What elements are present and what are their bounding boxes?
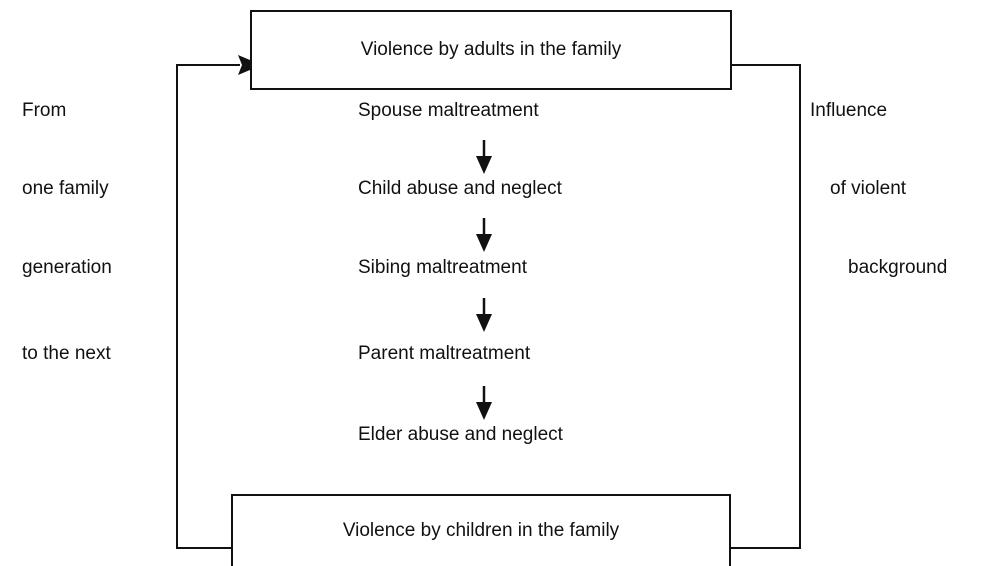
adult-violence-box: Violence by adults in the family	[250, 10, 732, 90]
right-label-line: of violent	[830, 178, 907, 199]
chain-arrow	[476, 298, 492, 332]
child-violence-label: Violence by children in the family	[342, 520, 620, 541]
left-label-line: to the next	[22, 343, 111, 364]
left-label-line: From	[22, 100, 67, 121]
chain-item-child: Child abuse and neglect	[358, 178, 562, 199]
chain-item-elder: Elder abuse and neglect	[358, 424, 563, 445]
left-label-line: generation	[22, 257, 112, 278]
left-label-line: one family	[22, 178, 109, 199]
chain-arrow	[476, 218, 492, 252]
chain-arrow	[476, 386, 492, 420]
chain-arrow	[476, 140, 492, 174]
chain-item-parent: Parent maltreatment	[358, 343, 531, 364]
right-label-line: background	[848, 257, 948, 278]
right-label-line: Influence	[810, 100, 888, 121]
chain-item-spouse: Spouse maltreatment	[358, 100, 539, 121]
child-violence-box: Violence by children in the family	[231, 494, 731, 566]
adult-violence-label: Violence by adults in the family	[360, 39, 622, 60]
left-loop-connector	[176, 64, 240, 549]
chain-item-sibling: Sibing maltreatment	[358, 257, 527, 278]
right-loop-connector	[731, 64, 801, 549]
